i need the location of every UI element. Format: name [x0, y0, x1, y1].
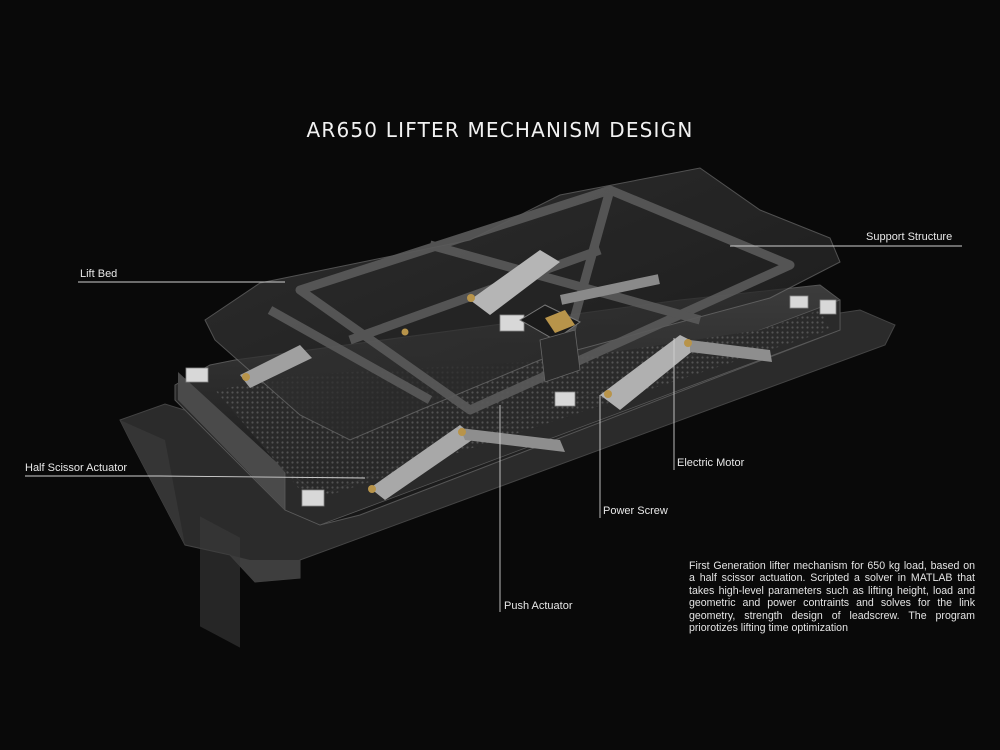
description-text: First Generation lifter mechanism for 65…	[689, 560, 975, 635]
motor-and-screw	[519, 274, 660, 383]
support-truss	[267, 185, 795, 415]
label-lift-bed: Lift Bed	[80, 268, 118, 280]
label-half-scissor-actuator: Half Scissor Actuator	[25, 462, 128, 474]
label-electric-motor: Electric Motor	[677, 457, 745, 469]
brass-joints	[242, 294, 692, 493]
mount-blocks	[185, 295, 837, 507]
scissor-arms	[240, 250, 772, 500]
page-title: AR650 LIFTER MECHANISM DESIGN	[306, 118, 694, 142]
label-push-actuator: Push Actuator	[504, 600, 573, 612]
label-power-screw: Power Screw	[603, 505, 668, 517]
label-support-structure: Support Structure	[866, 231, 953, 243]
leader-lines	[25, 245, 962, 612]
